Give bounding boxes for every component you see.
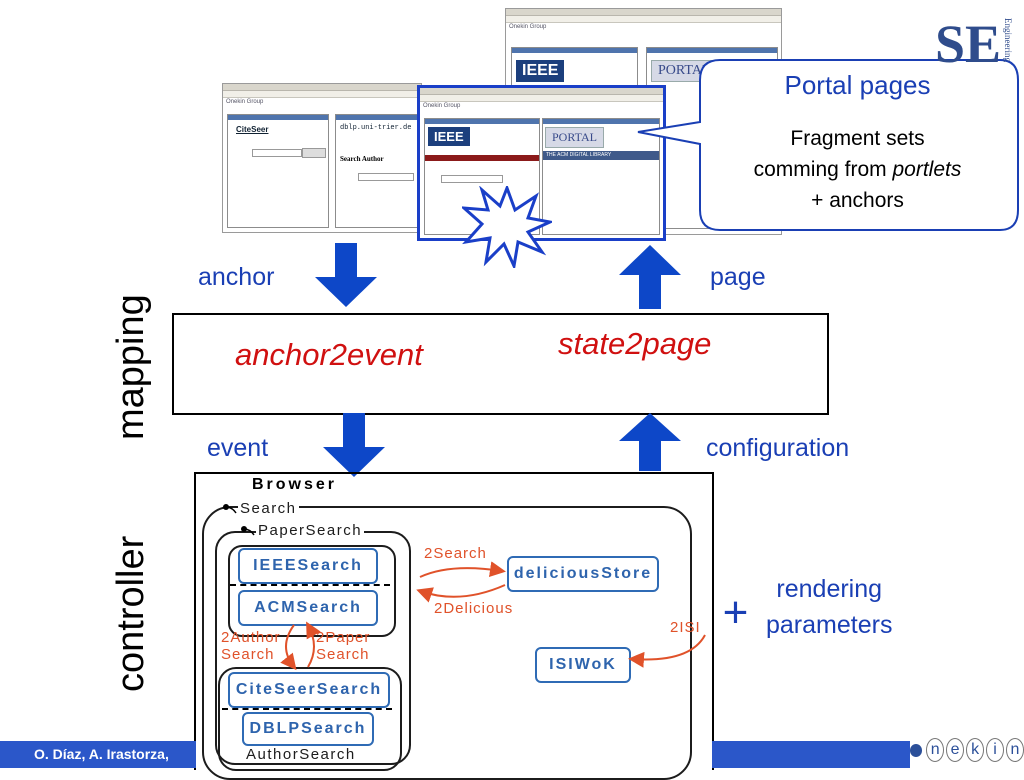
browser-title: Browser xyxy=(252,476,338,493)
screenshot-middle: Onekin Group IEEE PORTAL THE ACM DIGITAL… xyxy=(417,85,666,241)
browser-frame xyxy=(194,472,714,770)
transition-arcs xyxy=(280,561,706,671)
callout-bubble xyxy=(637,59,1019,231)
mapping-side-label: mapping xyxy=(110,294,152,440)
controller-side-label: controller xyxy=(110,535,152,692)
onekin-logo: n e k i n xyxy=(910,732,1024,768)
callout-line1: Fragment sets xyxy=(790,127,925,150)
onekin-logo-dot-icon xyxy=(910,743,923,757)
callout-body: Fragment sets comming from portlets + an… xyxy=(700,123,1015,216)
citeseer-input[interactable] xyxy=(252,149,302,157)
page-label: page xyxy=(710,263,766,291)
event-arrow-icon xyxy=(323,413,385,477)
onekin-group-header: Onekin Group xyxy=(509,24,547,30)
ieee-logo: IEEE xyxy=(516,60,565,82)
search-state-icon xyxy=(223,504,237,514)
paper-search-state-icon xyxy=(241,526,255,536)
callout-title: Portal pages xyxy=(784,70,931,100)
page-arrow-icon xyxy=(619,245,681,309)
search-label: Search xyxy=(238,500,299,517)
dblp-input[interactable] xyxy=(358,173,414,181)
ieee-search-component[interactable]: IEEESearch xyxy=(238,548,378,584)
author-divider xyxy=(222,708,392,710)
mapping-box xyxy=(172,313,829,415)
footer-bar-left xyxy=(0,741,196,768)
acm-library-band: THE ACM DIGITAL LIBRARY xyxy=(543,151,659,160)
logo-letter-4: i xyxy=(986,738,1005,762)
configuration-arrow-icon xyxy=(619,413,681,471)
onekin-group-header-left: Onekin Group xyxy=(226,99,264,105)
state2page-label: state2page xyxy=(558,326,712,361)
anchor-label: anchor xyxy=(198,263,275,291)
rendering-parameters-label: rendering parameters xyxy=(766,575,893,639)
citeseer-search-component[interactable]: CiteSeerSearch xyxy=(228,672,390,708)
svg-text:SE: SE xyxy=(935,14,1001,74)
portal-logo-mid: PORTAL xyxy=(545,127,604,148)
dblp-search-author: Search Author xyxy=(340,155,384,163)
callout-emphasis: portlets xyxy=(892,158,962,181)
logo-letter-3: k xyxy=(966,738,985,762)
dblp-portlet: dblp.uni-trier.de Search Author xyxy=(335,114,419,228)
to-delicious-label: 2Delicious xyxy=(434,600,514,617)
ieee-logo-mid: IEEE xyxy=(428,127,470,146)
dblp-search-component[interactable]: DBLPSearch xyxy=(242,712,374,746)
acm-portlet-mid: PORTAL THE ACM DIGITAL LIBRARY xyxy=(542,118,660,235)
callout-line3: + anchors xyxy=(811,189,904,212)
citeseer-button[interactable] xyxy=(302,148,326,158)
paper-divider xyxy=(230,584,390,586)
to-isi-label: 2ISI xyxy=(670,619,701,636)
conference-logo: SE Engineering xyxy=(935,10,1024,78)
logo-letter-5: n xyxy=(1006,738,1024,762)
ieee-input-mid[interactable] xyxy=(441,175,503,183)
dblp-title: dblp.uni-trier.de xyxy=(340,124,412,132)
to-author-label: 2Author Search xyxy=(221,629,281,663)
configuration-label: configuration xyxy=(706,434,850,462)
author-search-label: AuthorSearch xyxy=(244,746,358,763)
anchor2event-label: anchor2event xyxy=(235,337,423,372)
footer-bar-right xyxy=(712,741,910,768)
logo-letter-1: n xyxy=(926,738,945,762)
event-label: event xyxy=(207,434,269,462)
svg-text:Engineering: Engineering xyxy=(1003,18,1013,62)
click-starburst-icon xyxy=(462,186,552,268)
paper-search-label: PaperSearch xyxy=(256,522,365,539)
to-paper-label: 2Paper Search xyxy=(316,629,371,663)
onekin-group-header-mid: Onekin Group xyxy=(423,103,461,109)
callout-line2: comming from portlets xyxy=(753,158,962,181)
footer-authors: O. Díaz, A. Irastorza, xyxy=(34,746,169,762)
anchor-arrow-icon xyxy=(315,243,377,307)
citeseer-title: CiteSeer xyxy=(236,125,269,134)
screenshot-left: Onekin Group CiteSeer dblp.uni-trier.de … xyxy=(222,83,422,233)
plus-sign: + xyxy=(722,588,748,637)
to-search-label: 2Search xyxy=(424,545,487,562)
citeseer-portlet: CiteSeer xyxy=(227,114,329,228)
delicious-store-component[interactable]: deliciousStore xyxy=(507,556,659,592)
logo-letter-2: e xyxy=(946,738,965,762)
